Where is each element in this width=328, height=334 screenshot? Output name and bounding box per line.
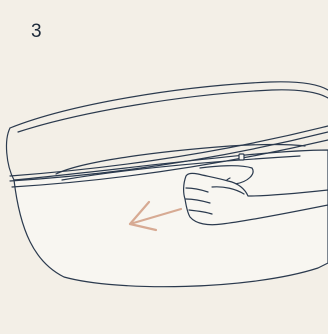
zipper-pull-icon bbox=[239, 154, 244, 160]
case-rim-outer-left bbox=[7, 128, 14, 180]
